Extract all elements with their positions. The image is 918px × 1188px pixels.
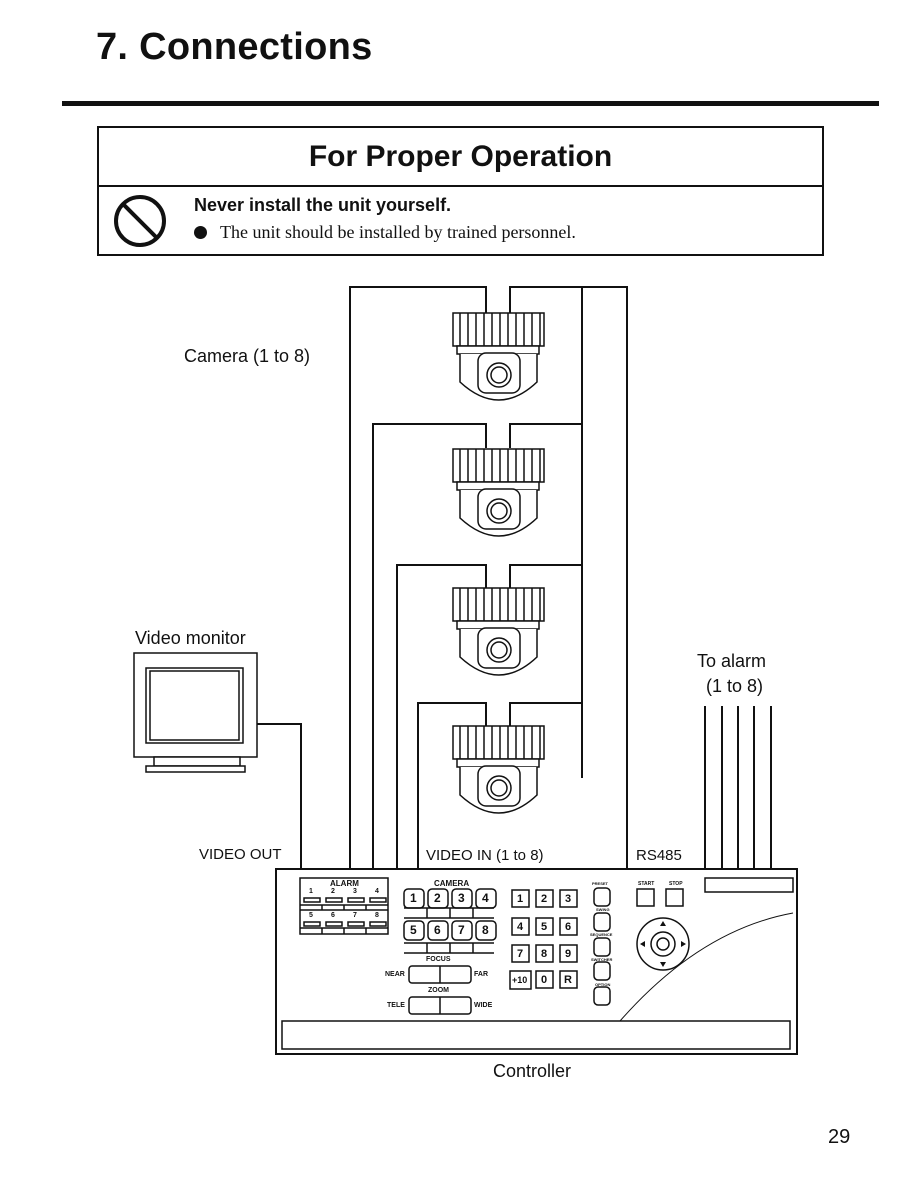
bullet-item: The unit should be installed by trained …: [194, 222, 576, 243]
page-title: 7. Connections: [96, 26, 373, 68]
camera-icon: [452, 312, 545, 814]
controller-icon: [275, 868, 798, 1055]
monitor-icon: [133, 652, 258, 773]
controller-label: Controller: [493, 1061, 572, 1081]
caution-box: For Proper Operation Never install the u…: [97, 126, 824, 256]
video-out-label: VIDEO OUT: [199, 846, 282, 863]
bullet-text: The unit should be installed by trained …: [220, 222, 576, 242]
page-number: 29: [828, 1126, 851, 1148]
caution-heading: For Proper Operation: [99, 128, 822, 187]
bullet-dot-icon: [194, 226, 207, 239]
alarm-label: To alarm: [697, 651, 767, 671]
title-rule: [62, 101, 879, 106]
monitor-label: Video monitor: [135, 628, 246, 648]
rs485-label: RS485: [636, 847, 682, 864]
prohibition-icon: [114, 195, 166, 247]
camera-label: Camera (1 to 8): [184, 346, 311, 366]
alarm-range-label: (1 to 8): [706, 676, 764, 696]
warning-text: Never install the unit yourself.: [194, 195, 452, 215]
video-in-label: VIDEO IN (1 to 8): [426, 847, 544, 864]
